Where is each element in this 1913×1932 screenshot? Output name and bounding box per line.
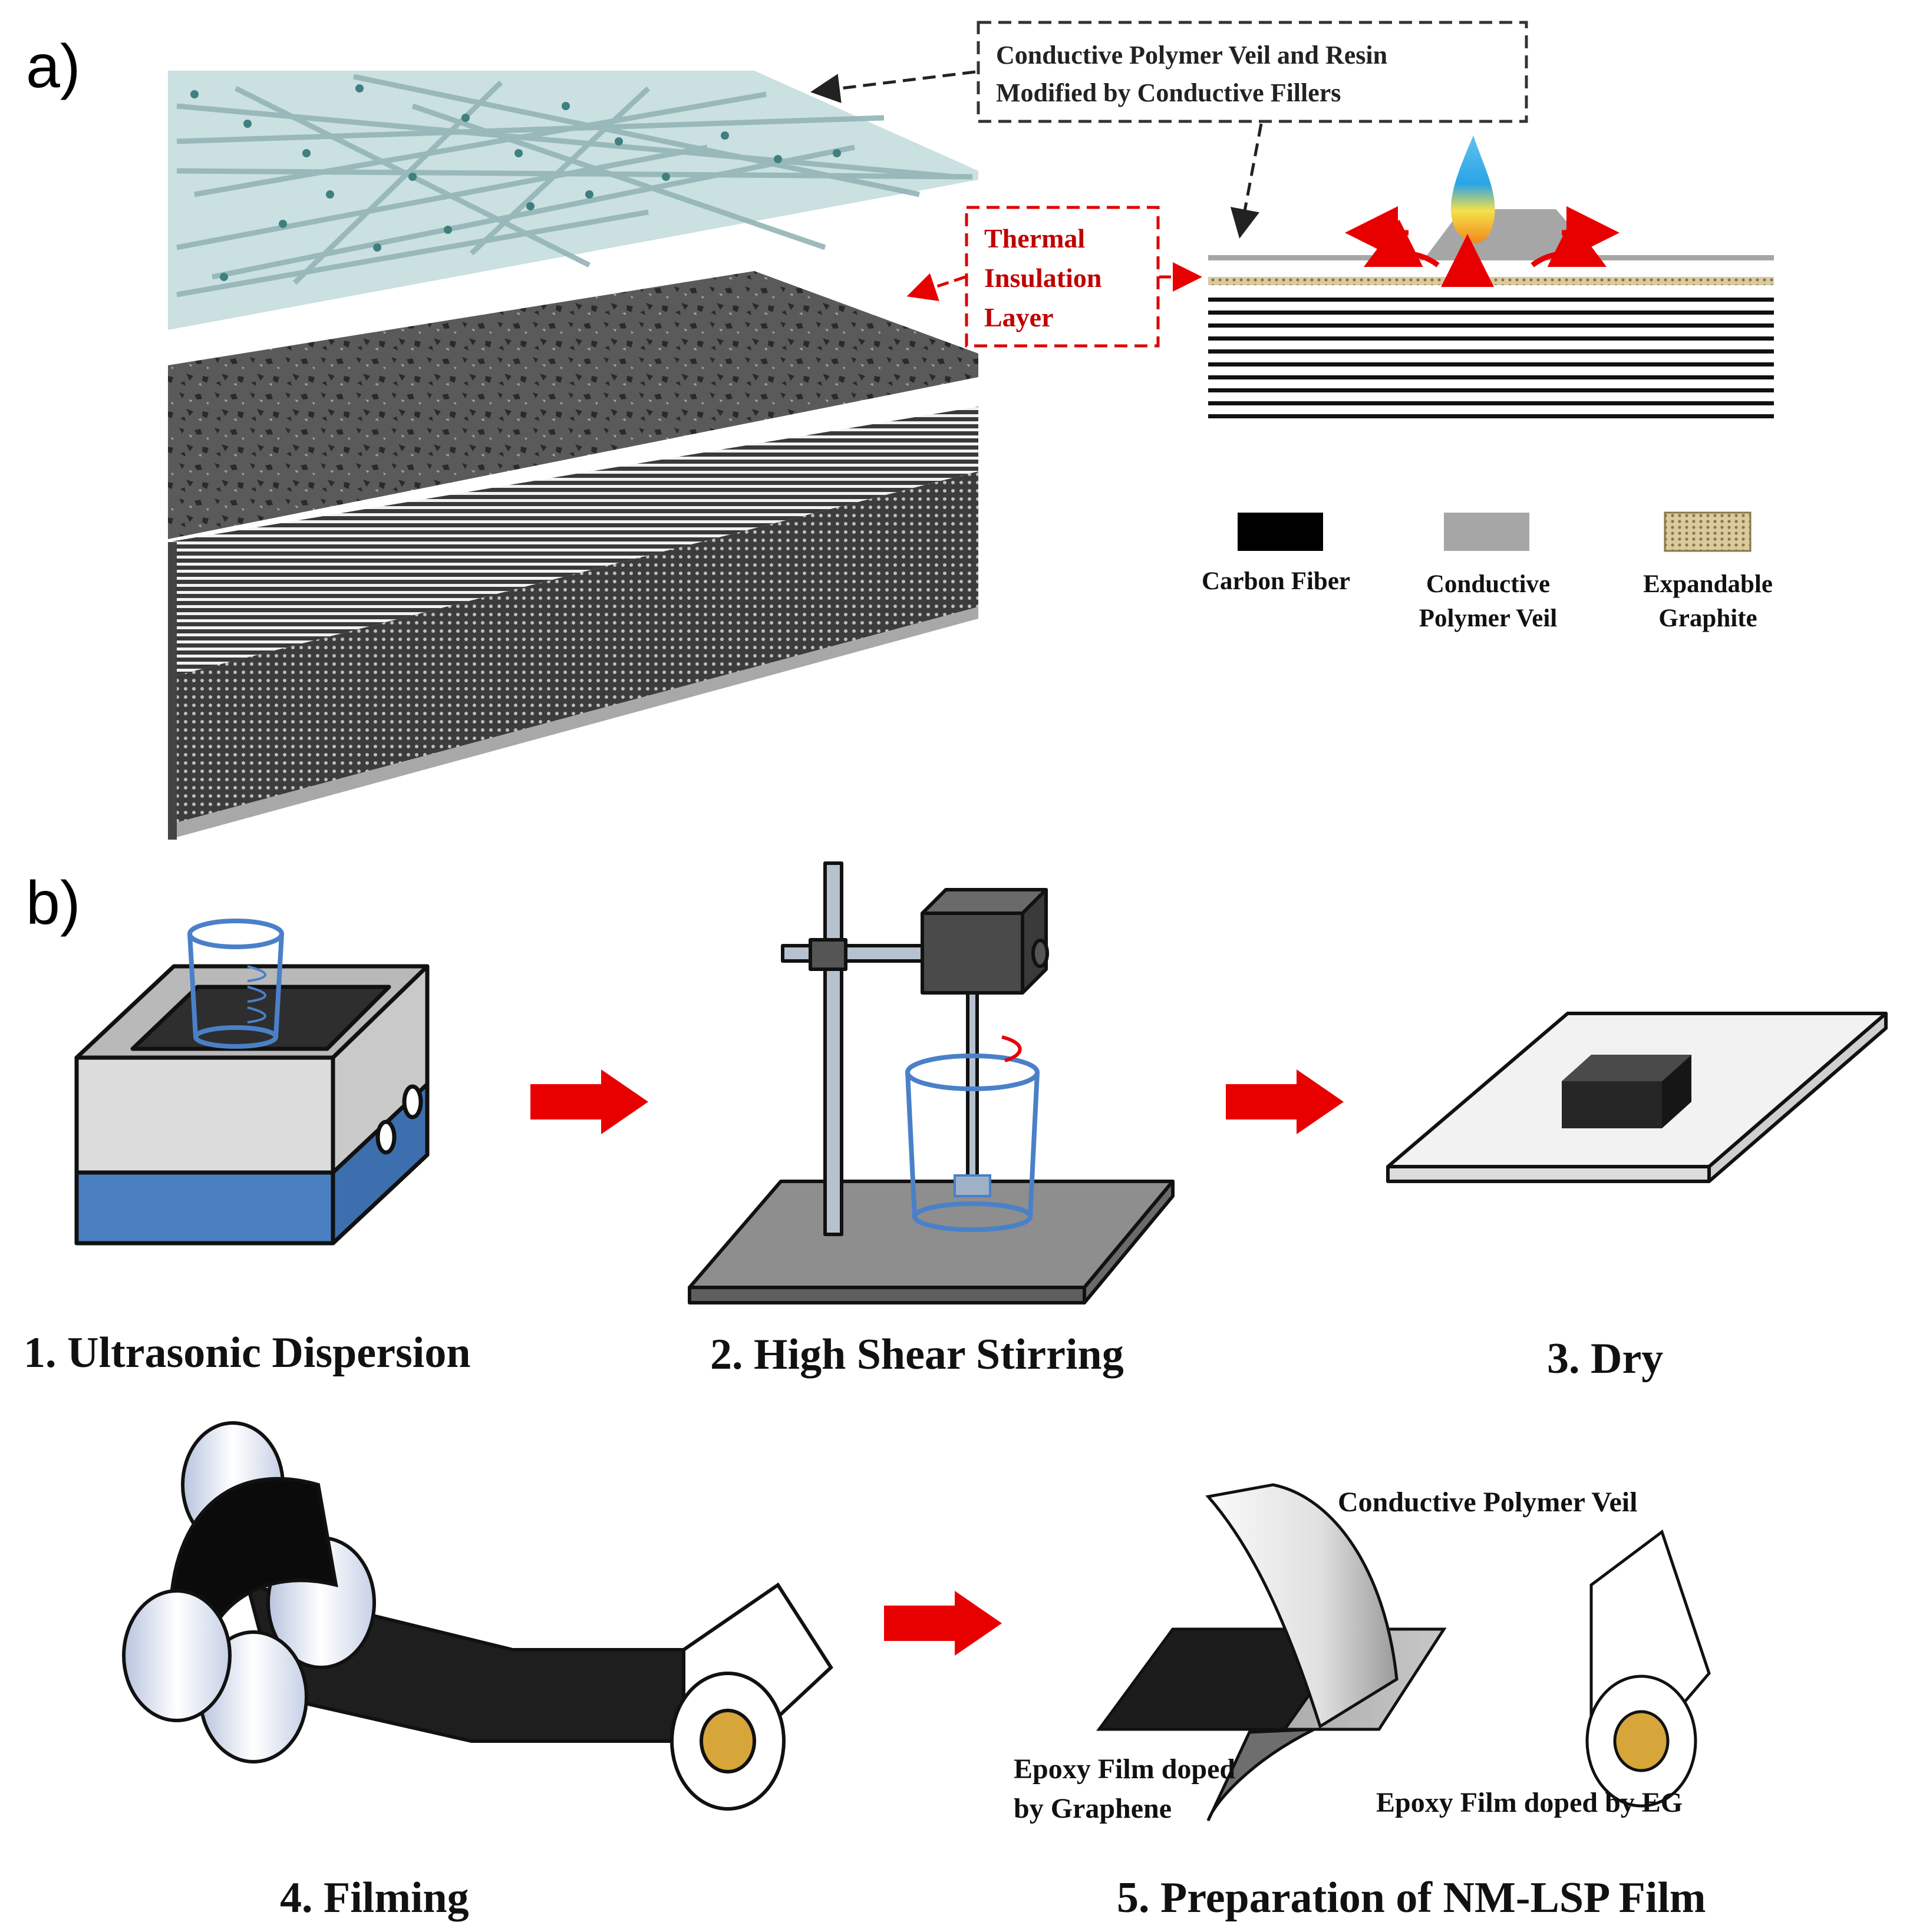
annotation-graphene-2: by Graphene [1014, 1793, 1172, 1824]
filming-rollers [122, 1421, 833, 1811]
legend-swatch-expandable-graphite [1664, 511, 1752, 552]
veil-callout: Conductive Polymer Veil and Resin Modifi… [810, 21, 1528, 239]
step-label-1: 1. Ultrasonic Dispersion [24, 1329, 471, 1377]
cross-section [1208, 136, 1774, 418]
dried-block [1562, 1055, 1691, 1128]
legend-label-carbon-fiber: Carbon Fiber [1202, 567, 1350, 595]
ultrasonic-bath [74, 964, 430, 1246]
step-label-2: 2. High Shear Stirring [710, 1330, 1124, 1379]
beaker-2 [905, 1035, 1040, 1232]
panel-label-b: b) [26, 869, 80, 937]
process-arrow [884, 1591, 1002, 1656]
flame-icon [1450, 136, 1495, 243]
panel-label-a: a) [26, 32, 80, 101]
step-label-4: 4. Filming [280, 1874, 469, 1922]
legend-label-expandable-graphite-1: Expandable [1643, 570, 1773, 598]
legend-swatch-carbon-fiber [1238, 513, 1323, 551]
legend-label-conductive-veil-1: Conductive [1426, 570, 1550, 598]
legend: Carbon Fiber Conductive Polymer Veil Exp… [1202, 511, 1773, 632]
svg-text:Layer: Layer [984, 302, 1054, 332]
step-label-5: 5. Preparation of NM-LSP Film [1117, 1874, 1706, 1922]
laminate-stack [168, 407, 978, 840]
process-arrow [1226, 1069, 1344, 1134]
high-shear-mixer [688, 861, 1175, 1304]
svg-text:Conductive Polymer Veil and Re: Conductive Polymer Veil and Resin [996, 41, 1387, 70]
process-arrow [530, 1069, 648, 1134]
annotation-eg: Epoxy Film doped by EG [1376, 1787, 1683, 1818]
thermal-callout: Thermal Insulation Layer [906, 206, 1202, 348]
beaker-1 [187, 919, 284, 1049]
step-label-3: 3. Dry [1547, 1335, 1663, 1383]
svg-text:Thermal: Thermal [984, 223, 1085, 253]
legend-swatch-conductive-veil [1444, 513, 1529, 551]
thermal-insulation-layer [168, 271, 978, 539]
nm-lsp-film [1096, 1483, 1711, 1822]
annotation-veil: Conductive Polymer Veil [1338, 1487, 1637, 1518]
svg-text:Insulation: Insulation [984, 263, 1101, 293]
annotation-graphene-1: Epoxy Film doped [1014, 1753, 1235, 1785]
svg-text:Modified by Conductive Fillers: Modified by Conductive Fillers [996, 78, 1341, 107]
legend-label-conductive-veil-2: Polymer Veil [1419, 605, 1558, 632]
conductive-veil-layer [168, 71, 978, 330]
legend-label-expandable-graphite-2: Graphite [1658, 605, 1757, 632]
